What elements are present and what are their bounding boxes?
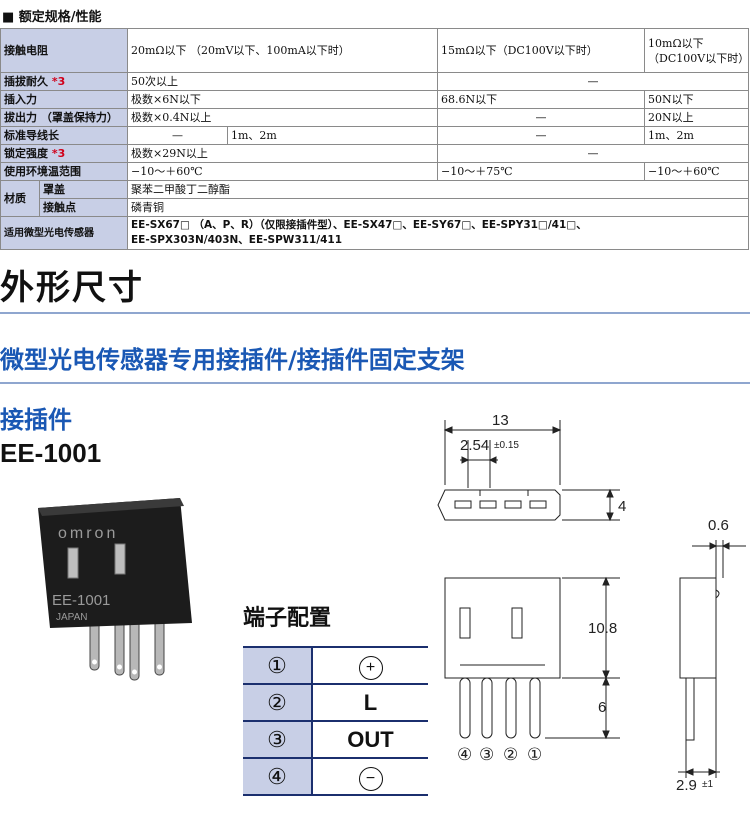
minus-icon: − [358,766,383,791]
plus-icon: + [358,655,383,680]
table-cell: 极数×29N以上 [126,144,439,163]
table-row: ④ − [243,757,428,796]
dim-height-top: 4 [618,498,626,515]
table-cell: 20N以上 [644,108,750,127]
pin-label: ① [527,745,542,764]
table-row: 锁定强度 *3 极数×29N以上 — [0,144,750,163]
brand-text: omron [58,525,118,542]
dim-thickness: 0.6 [708,517,729,534]
table-row: ② L [243,683,428,722]
row-sublabel: 罩盖 [39,180,128,199]
table-cell: 20mΩ以下 （20mV以下、100mA以下时） [126,28,439,73]
table-cell: — [127,126,228,145]
terminal-value: + [312,646,428,685]
row-label: 标准导线长 [0,126,128,145]
dim-body-height: 10.8 [588,620,617,637]
pin-label: ③ [479,745,494,764]
table-cell: — [437,144,750,163]
table-cell: 50N以下 [644,90,750,109]
table-cell: 极数×6N以下 [126,90,439,109]
section-subtitle: 微型光电传感器专用接插件/接插件固定支架 [0,346,465,374]
divider [0,382,750,384]
pin [529,677,541,739]
table-row: 插拔耐久 *3 50次以上 — [0,72,750,91]
table-cell: 磷青铜 [126,198,750,217]
table-cell: — [437,108,646,127]
dimensions-heading: 外形尺寸 [0,268,144,308]
row-sublabel: 接触点 [39,198,128,217]
connector-heading: 接插件 [0,406,72,434]
terminal-number: ③ [243,720,313,759]
divider [0,312,750,314]
row-label: 接触电阻 [0,28,128,73]
dim-pitch: 2.54 [460,437,489,454]
row-label: 插拔耐久 *3 [0,72,128,91]
table-cell: −10～＋60℃ [126,162,439,181]
side-view [679,577,717,679]
terminal-table: ① + ② L ③ OUT ④ − [243,646,428,796]
table-cell: — [437,126,646,145]
terminal-value: − [312,757,428,796]
table-row: 标准导线长 — 1m、2m — 1m、2m [0,126,750,145]
table-cell: 15mΩ以下（DC100V以下时） [437,28,646,73]
front-view [444,577,561,679]
terminal-heading: 端子配置 [243,606,332,631]
top-view [437,489,561,521]
table-row: 使用环境温范围 −10～＋60℃ −10～＋75℃ −10～＋60℃ [0,162,750,181]
table-cell: 1m、2m [226,126,439,145]
row-label: 拔出力 （罩盖保持力） [0,108,128,127]
connector-photo: omron EE-1001 JAPAN [38,498,192,681]
row-label: 插入力 [0,90,128,109]
table-row: ③ OUT [243,720,428,759]
table-row: 适用微型光电传感器 EE-SX67□ （A、P、R）（仅限接插件型）、EE-SX… [0,216,750,250]
model-number: EE-1001 [0,438,102,468]
table-cell: 极数×0.4N以上 [126,108,439,127]
pin [481,677,493,739]
table-cell: 10mΩ以下（DC100V以下时） [644,28,750,73]
origin-text: JAPAN [56,612,88,623]
terminal-value: L [312,683,428,722]
table-row: 接触点 磷青铜 [1,198,750,217]
table-row: 插入力 极数×6N以下 68.6N以下 50N以下 [0,90,750,109]
dim-depth: 2.9 [676,777,697,794]
terminal-number: ② [243,683,313,722]
dimension-drawing: 13 2.54 ±0.15 4 10.8 6 ④ ③ ② ① 2.9 ±1 [437,412,746,794]
table-cell: 68.6N以下 [437,90,646,109]
table-cell: −10～＋75℃ [437,162,646,181]
row-label: 材质 [0,180,40,217]
dim-depth-tol: ±1 [702,779,713,790]
pin-label: ④ [457,745,472,764]
table-row: 接触电阻 20mΩ以下 （20mV以下、100mA以下时） 15mΩ以下（DC1… [0,28,750,73]
spec-table: 接触电阻 20mΩ以下 （20mV以下、100mA以下时） 15mΩ以下（DC1… [0,28,750,250]
table-cell: EE-SX67□ （A、P、R）（仅限接插件型）、EE-SX47□、EE-SY6… [126,216,750,250]
table-cell: 1m、2m [644,126,750,145]
table-row: 材质 罩盖 聚苯二甲酸丁二醇酯 [0,180,750,217]
table-cell: — [437,72,750,91]
terminal-number: ① [243,646,313,685]
table-cell: 聚苯二甲酸丁二醇酯 [126,180,750,199]
footnote-mark: *3 [51,75,66,88]
pin [459,677,471,739]
pin [505,677,517,739]
row-label: 锁定强度 *3 [0,144,128,163]
dim-pitch-tol: ±0.15 [494,440,519,451]
pin-label: ② [503,745,518,764]
table-cell: 50次以上 [126,72,439,91]
window [114,543,126,575]
row-label: 适用微型光电传感器 [0,216,128,250]
dim-width: 13 [492,412,509,429]
row-label: 使用环境温范围 [0,162,128,181]
terminal-number: ④ [243,757,313,796]
table-cell: −10～＋60℃ [644,162,750,181]
part-text: EE-1001 [52,592,110,609]
spec-section-title: ■ 额定规格/性能 [2,10,102,25]
table-row: 拔出力 （罩盖保持力） 极数×0.4N以上 — 20N以上 [0,108,750,127]
table-row: ① + [243,646,428,685]
footnote-mark: *3 [51,147,66,160]
dim-pin-length: 6 [598,699,606,716]
window [67,547,79,579]
terminal-value: OUT [312,720,428,759]
